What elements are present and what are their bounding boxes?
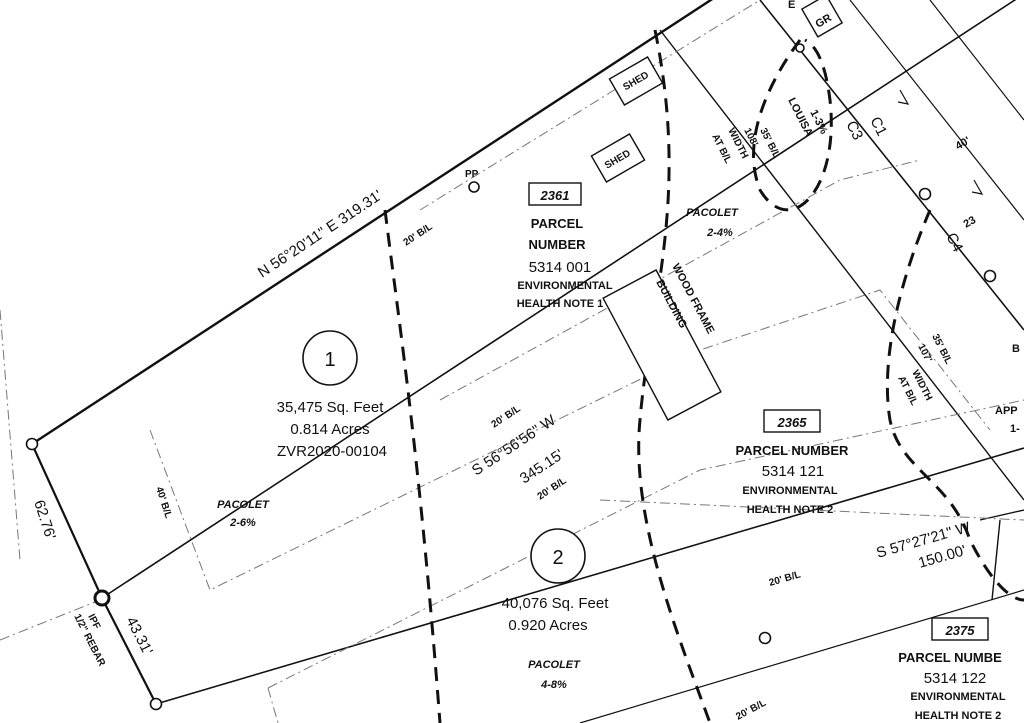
setback-label: 20' B/L [734,698,768,723]
setback-label: 35' B/L [757,126,782,160]
lot-1-area-sqft: 35,475 Sq. Feet [277,399,385,416]
curve-c4-label: C4 [942,230,966,255]
parcel-2375-label: 2375 PARCEL NUMBE 5314 122 ENVIRONMENTAL… [898,623,1006,722]
parcel-2375-note-b: HEALTH NOTE 2 [915,710,1002,722]
west-boundary-lower [101,597,157,705]
north-line-bearing: N 56°20'11" E 319.31' [255,187,386,281]
lot-1-case-number: ZVR2020-00104 [277,443,387,460]
dimension-label: 23 [962,214,979,231]
parcel-2361-line1: PARCEL [531,216,584,231]
gr-tag-box [800,0,844,38]
structures [590,0,844,421]
parcel-2375-box [931,617,989,641]
curve-c3-label: C3 [842,118,866,143]
lot-1-circle [302,330,358,386]
power-pole-label: PP [465,169,479,180]
parcel-2365-line [659,29,1024,501]
corner-marker [795,43,805,53]
road-far-line [929,0,1024,121]
west-boundary-upper [30,443,104,599]
south-line [155,447,1024,705]
lot-1-area-acres: 0.814 Acres [290,421,369,438]
west-upper-distance: 62.76' [30,498,59,542]
corner-marker [758,631,772,645]
lot-1-label: 1 35,475 Sq. Feet 0.814 Acres ZVR2020-00… [217,349,387,529]
edge-label: B [1012,343,1020,355]
ipf-marker [93,589,111,607]
shed-2-icon [590,133,646,183]
lot-1-number: 1 [324,349,335,371]
wood-frame-building [602,269,722,421]
parcel-2361-note-b: HEALTH NOTE 1 [517,298,604,310]
road-width-label: 40' [954,135,973,153]
parcel-2361-note-a: ENVIRONMENTAL [517,280,612,292]
parcel-2365-note-b: HEALTH NOTE 2 [747,504,834,516]
corner-marker [918,187,932,201]
power-pole-icon [468,181,480,193]
parcel-2375-number: 2375 [945,623,976,638]
lot-division-line [101,0,1017,599]
parcel-2361-label: 2361 PARCEL NUMBER 5314 001 ENVIRONMENTA… [517,188,613,310]
parcel-2365-label: 2365 PARCEL NUMBER 5314 121 ENVIRONMENTA… [736,415,850,516]
setback-label: 20' B/L [402,221,435,248]
pacolet-mid-slope: 2-4% [706,227,733,239]
parcel-2361-id: 5314 001 [529,259,592,276]
lot-1-soil: PACOLET [217,499,270,511]
corner-marker [149,697,163,711]
lot-2-circle [530,528,586,584]
lot-2-area-acres: 0.920 Acres [508,617,587,634]
lot-2-area-sqft: 40,076 Sq. Feet [502,595,610,612]
setback-label: 20' B/L [536,475,569,502]
app-label: APP [995,405,1018,417]
parcel-2375-line [579,589,1024,723]
west-lower-distance: 43.31' [122,614,156,658]
road-row-line [759,0,1024,331]
parcel-2365-id: 5314 121 [762,463,825,480]
edge-label: E [788,0,795,11]
road-arrows [897,89,984,195]
width-value: 107' [915,342,933,364]
parcel-2375-id: 5314 122 [924,670,987,687]
parcel-2365-box [763,409,821,433]
parcel-2361-box [528,182,582,206]
setback-label: 20' B/L [490,403,523,430]
parcel-2375-note-a: ENVIRONMENTAL [910,691,1005,703]
parcel-2365-number: 2365 [777,415,808,430]
lot-1-slope: 2-6% [229,517,256,529]
parcel-2365-note-a: ENVIRONMENTAL [742,485,837,497]
pacolet-mid-soil: PACOLET [686,207,739,219]
parcel-2361-number: 2361 [540,188,570,203]
parcel-2375-line1: PARCEL NUMBE [898,650,1002,665]
parcel-2361-line2: NUMBER [528,237,586,252]
lot-2-number: 2 [552,547,563,569]
corner-marker [25,437,39,451]
lot-2-slope: 4-8% [540,679,567,691]
shed-1-icon [608,56,664,106]
property-lines [30,0,1024,723]
survey-points [25,43,997,711]
lot-2-soil: PACOLET [528,659,581,671]
road-centerline [849,0,1024,221]
parcel-2365-line1: PARCEL NUMBER [736,443,850,458]
lot-2-label: 2 40,076 Sq. Feet 0.920 Acres PACOLET 4-… [502,547,610,691]
setback-label: 20' B/L [768,569,802,589]
setback-label: 35' B/L [929,332,954,366]
app-slope-label: 1- [1010,423,1020,435]
setback-label: 40' B/L [153,486,173,520]
north-boundary-line [31,0,714,446]
corner-marker [983,269,997,283]
soil-boundaries [383,29,1024,723]
curve-c1-label: C1 [866,114,890,139]
